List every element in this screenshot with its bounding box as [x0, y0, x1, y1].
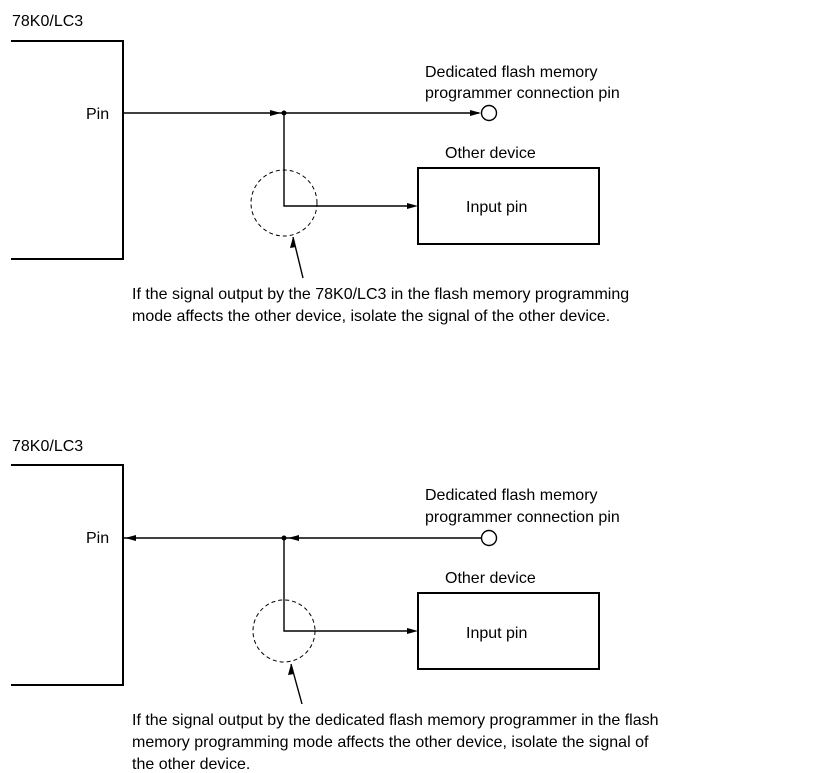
arrow-right-icon: [470, 110, 481, 116]
note-line2: memory programming mode affects the othe…: [132, 734, 649, 751]
programmer-label-line2: programmer connection pin: [425, 509, 620, 526]
chip-block: [11, 464, 124, 686]
connection-pin-terminal: [480, 104, 498, 122]
other-device-box: [417, 592, 600, 670]
arrow-right-icon: [407, 203, 418, 209]
other-device-label: Other device: [445, 570, 536, 587]
programmer-label-line1: Dedicated flash memory: [425, 64, 598, 81]
pin-label: Pin: [86, 106, 109, 123]
programmer-label-line2: programmer connection pin: [425, 85, 620, 102]
diagram-1: 78K0/LC3 Pin Dedicated flash memory prog…: [11, 13, 629, 325]
connection-pin-terminal: [480, 529, 498, 547]
arrow-right-icon: [407, 628, 418, 634]
branch-line: [283, 113, 409, 207]
note-line1: If the signal output by the 78K0/LC3 in …: [132, 286, 629, 303]
branch-line: [283, 538, 409, 632]
note-line1: If the signal output by the dedicated fl…: [132, 712, 659, 729]
arrow-up-icon: [290, 237, 296, 248]
arrow-left-icon: [125, 535, 136, 541]
isolation-circle: [250, 169, 318, 237]
arrow-right-icon: [270, 110, 281, 116]
chip-name-label: 78K0/LC3: [12, 438, 83, 455]
chip-name-label: 78K0/LC3: [12, 13, 83, 30]
diagram-2: 78K0/LC3 Pin Dedicated flash memory prog…: [11, 438, 659, 773]
arrow-left-icon: [288, 535, 299, 541]
note-line3: the other device.: [132, 756, 250, 773]
input-pin-label: Input pin: [466, 199, 527, 216]
isolation-circle: [252, 599, 316, 663]
note-line2: mode affects the other device, isolate t…: [132, 308, 610, 325]
other-device-label: Other device: [445, 145, 536, 162]
programmer-label-line1: Dedicated flash memory: [425, 487, 598, 504]
input-pin-label: Input pin: [466, 625, 527, 642]
pin-label: Pin: [86, 530, 109, 547]
other-device-box: [417, 167, 600, 245]
arrow-up-icon: [288, 664, 294, 675]
chip-block: [11, 40, 124, 260]
